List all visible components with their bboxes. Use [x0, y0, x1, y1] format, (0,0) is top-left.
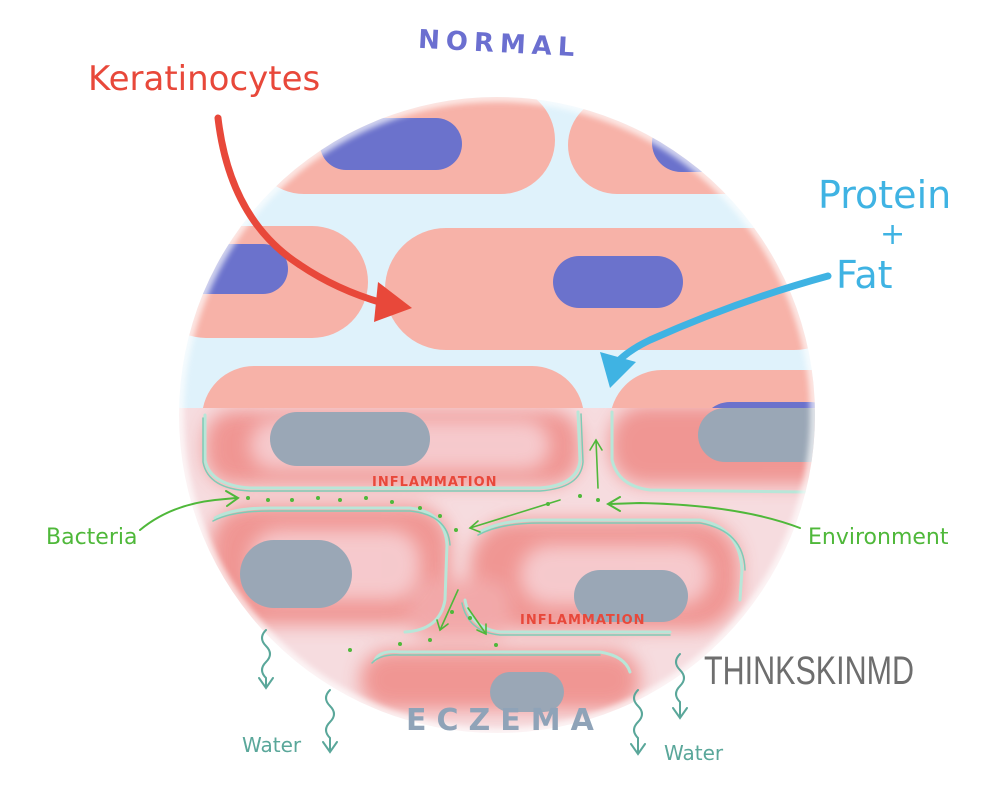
nucleus — [490, 672, 564, 712]
fat-label: Fat — [836, 253, 893, 297]
keratinocyte-cell — [202, 366, 584, 408]
environment-arrow-icon — [606, 496, 801, 529]
brand-watermark: THINKSKINMD — [704, 649, 914, 693]
nucleus — [320, 118, 462, 170]
water-label-left: Water — [242, 733, 302, 757]
water-label-right: Water — [664, 741, 724, 765]
inflammation-label: INFLAMMATION — [520, 613, 646, 628]
nucleus — [240, 540, 352, 608]
normal-label: NORMAL — [417, 25, 581, 63]
environment-label: Environment — [808, 525, 949, 550]
nucleus — [553, 256, 683, 308]
inflammation-label: INFLAMMATION — [372, 475, 498, 490]
nucleus — [179, 244, 288, 294]
plus-label: + — [880, 217, 905, 252]
keratinocytes-label: Keratinocytes — [88, 59, 320, 99]
keratinocyte-cell — [610, 370, 815, 408]
water-squiggle-icon — [258, 629, 688, 756]
protein-fat-arrow-icon — [600, 272, 832, 388]
nucleus — [574, 570, 688, 622]
bacteria-arrow-icon — [139, 490, 240, 531]
protein-label: Protein — [818, 173, 951, 217]
keratinocytes-arrow-icon — [214, 114, 412, 322]
bacteria-label: Bacteria — [46, 525, 137, 550]
nucleus — [652, 114, 815, 172]
nucleus — [698, 408, 815, 462]
nucleus — [270, 412, 430, 466]
eczema-label: ECZEMA — [406, 703, 604, 738]
eczema-section — [179, 408, 815, 733]
